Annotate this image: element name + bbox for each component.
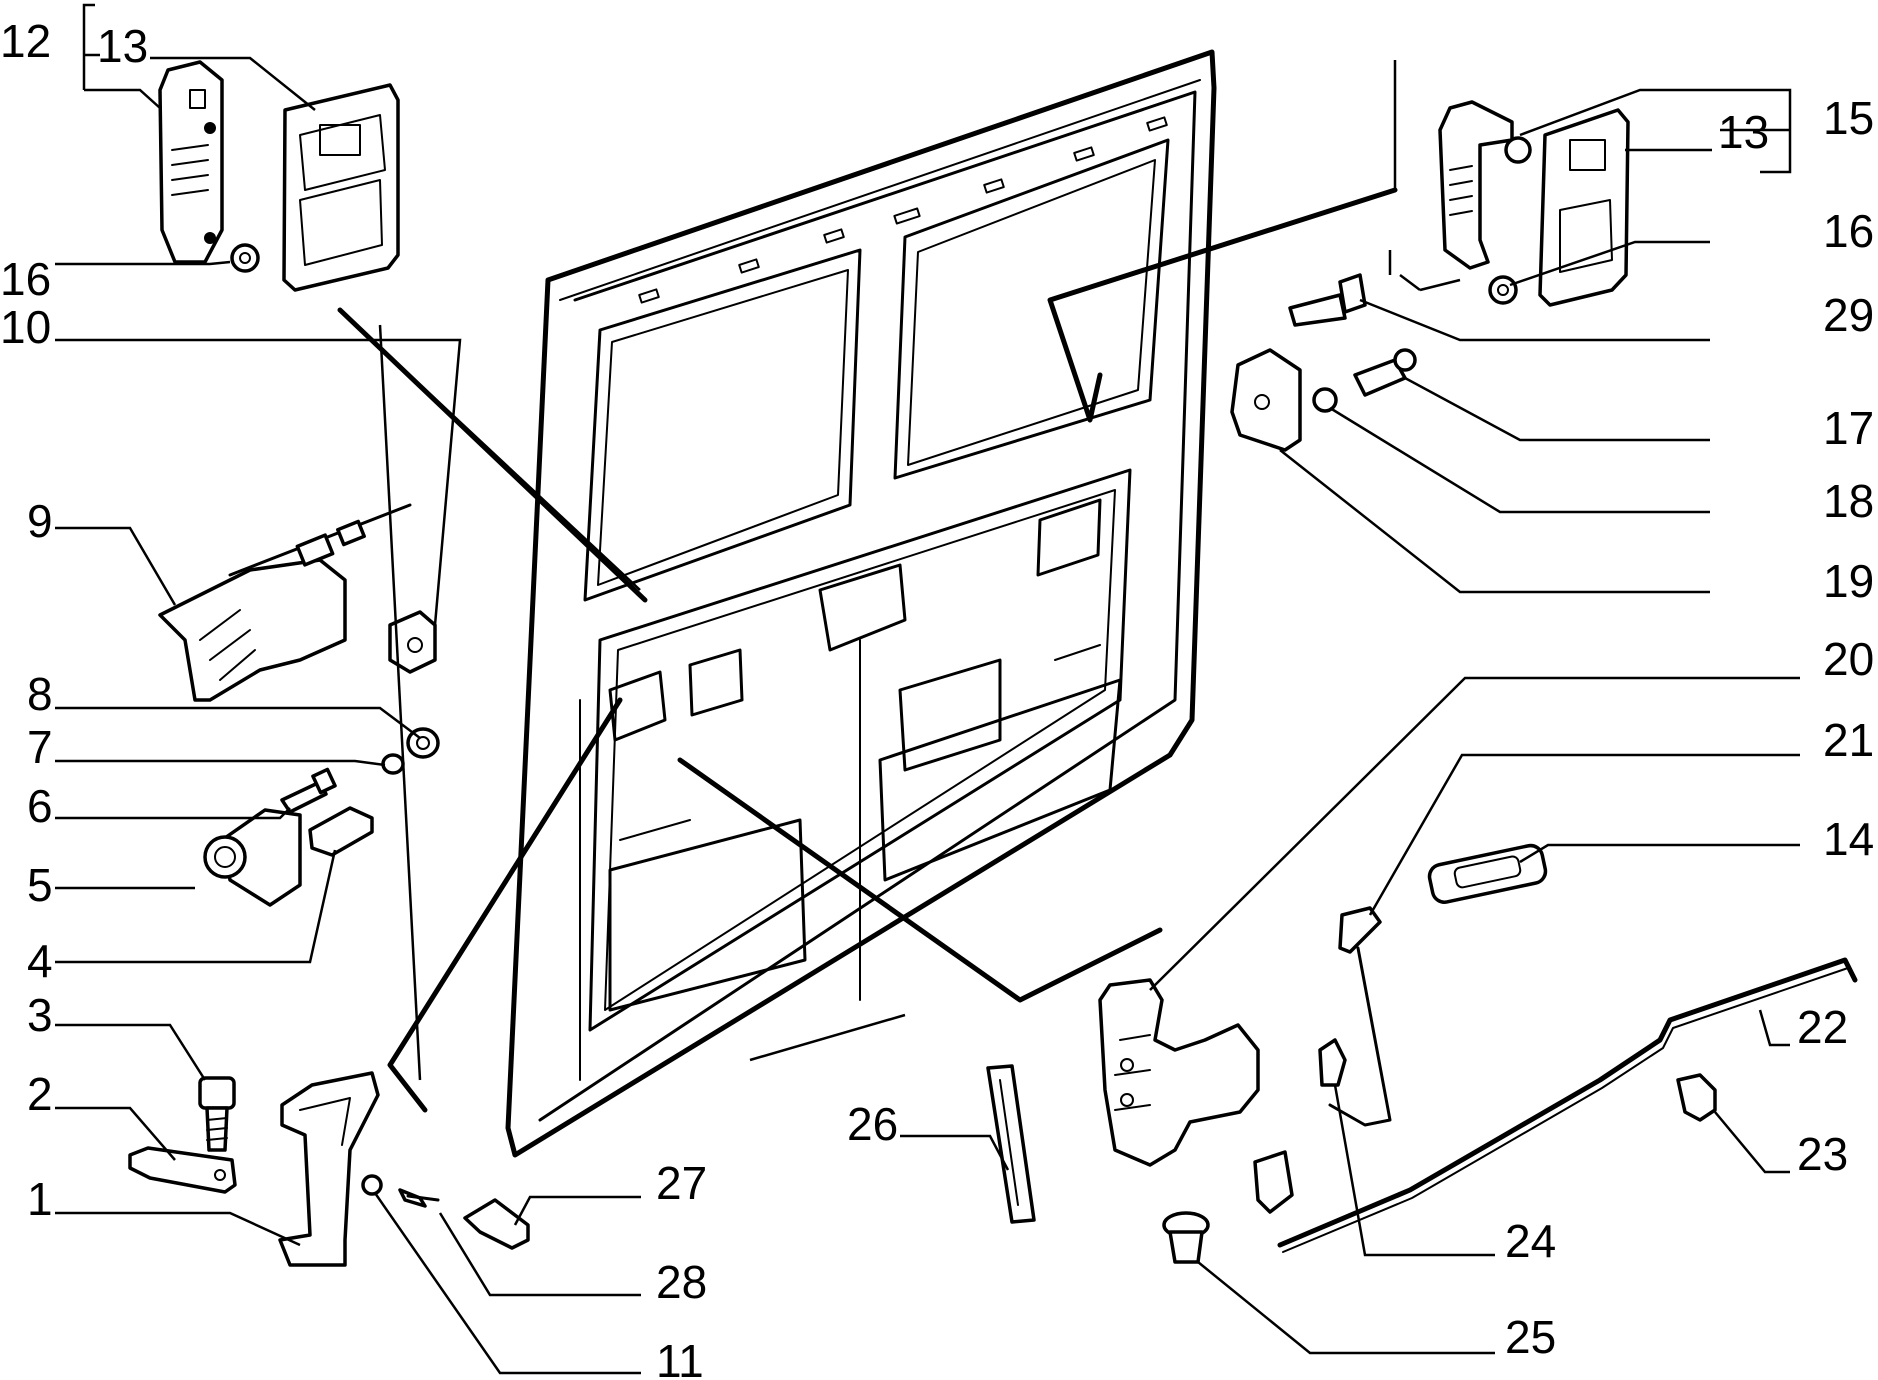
callout-24: 24 <box>1505 1215 1556 1267</box>
callout-4: 4 <box>27 935 53 987</box>
callout-3: 3 <box>27 989 53 1041</box>
striker-block-19 <box>1230 348 1302 452</box>
bushing-10 <box>388 610 437 674</box>
callout-8: 8 <box>27 668 53 720</box>
callout-28: 28 <box>656 1256 707 1308</box>
washer-18 <box>1312 387 1338 413</box>
callout-12: 12 <box>0 15 51 67</box>
washer-7 <box>381 753 405 775</box>
callout-27: 27 <box>656 1157 707 1209</box>
callout-15: 15 <box>1823 92 1874 144</box>
callout-6: 6 <box>27 780 53 832</box>
mount-bracket <box>1253 1150 1294 1214</box>
callout-29: 29 <box>1823 289 1874 341</box>
callout-20: 20 <box>1823 633 1874 685</box>
callout-1: 1 <box>27 1173 53 1225</box>
callouts: 12 13 16 10 9 8 7 6 5 4 3 2 1 15 13 16 2… <box>0 15 1874 1380</box>
handle-gasket-left <box>282 83 400 292</box>
screw-28 <box>398 1188 440 1208</box>
callout-19: 19 <box>1823 555 1874 607</box>
door-lock-20 <box>1098 978 1260 1167</box>
washer-11 <box>361 1174 383 1196</box>
callout-21: 21 <box>1823 714 1874 766</box>
sliding-door-frame <box>505 49 1217 1158</box>
spacer-17 <box>1353 348 1417 397</box>
screw-6 <box>280 767 337 814</box>
inside-handle-1 <box>278 1071 380 1267</box>
callout-10: 10 <box>0 301 51 353</box>
nut-16-left <box>230 243 260 273</box>
callout-13-left: 13 <box>97 20 148 72</box>
plug-25 <box>1162 1211 1210 1264</box>
guide-27 <box>463 1198 530 1250</box>
callout-25: 25 <box>1505 1311 1556 1363</box>
link-rod-21 <box>1328 906 1392 1127</box>
callout-13-right: 13 <box>1718 106 1769 158</box>
nut-16-right <box>1488 275 1518 305</box>
bracket-2 <box>128 1146 237 1194</box>
callout-14: 14 <box>1823 813 1874 865</box>
callout-9: 9 <box>27 495 53 547</box>
callout-2: 2 <box>27 1068 53 1120</box>
callout-16-left: 16 <box>0 253 51 305</box>
leader-lines <box>55 3 1800 1375</box>
screw-3 <box>198 1076 236 1152</box>
callout-11: 11 <box>656 1335 704 1380</box>
seal-strip-26 <box>986 1064 1036 1224</box>
callout-18: 18 <box>1823 475 1874 527</box>
bracket-24 <box>1318 1038 1347 1087</box>
lock-cylinder-5 <box>203 808 302 907</box>
remote-control-assembly <box>158 503 412 702</box>
outside-handle-left <box>158 60 224 264</box>
bolt-29 <box>1288 273 1367 327</box>
cover-14 <box>1427 843 1548 904</box>
callout-26: 26 <box>847 1098 898 1150</box>
outside-handle-right <box>1438 100 1532 270</box>
callout-23: 23 <box>1797 1128 1848 1180</box>
handle-gasket-right <box>1538 108 1630 307</box>
clip-23 <box>1676 1073 1717 1122</box>
control-rod-22 <box>1277 957 1858 1253</box>
callout-7: 7 <box>27 721 53 773</box>
callout-22: 22 <box>1797 1001 1848 1053</box>
callout-5: 5 <box>27 859 53 911</box>
callout-16-right: 16 <box>1823 205 1874 257</box>
callout-17: 17 <box>1823 402 1874 454</box>
striker-pin-4 <box>308 806 374 857</box>
